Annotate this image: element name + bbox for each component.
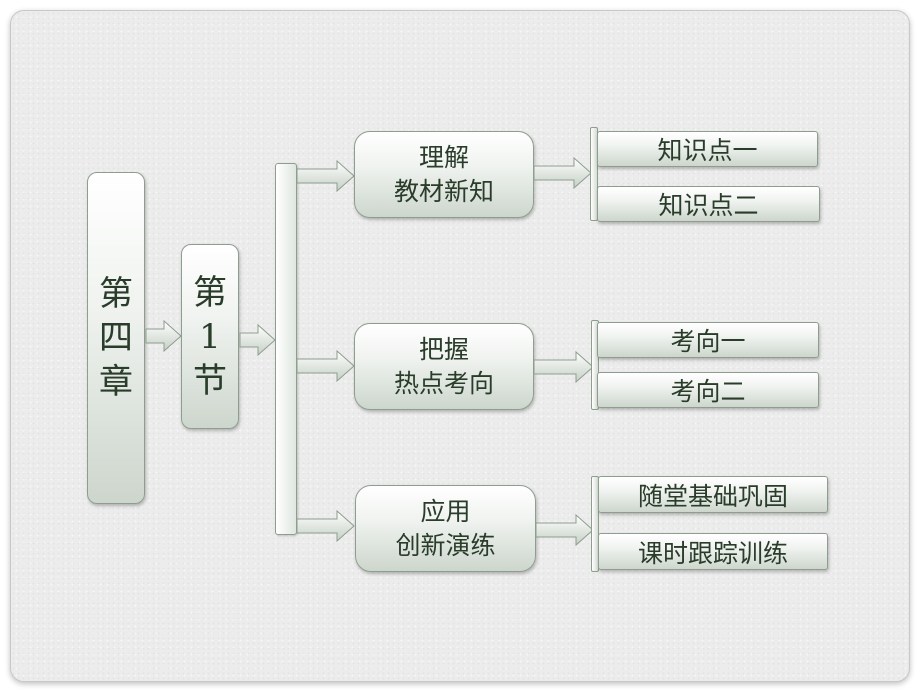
arrow-chapter-to-section [145, 319, 182, 353]
section-char-3: 节 [193, 360, 227, 401]
chapter-char-2: 四 [99, 318, 133, 358]
leaf-item-1-2[interactable]: 知识点二 [597, 186, 820, 222]
branch-3-items-bracket [591, 476, 599, 572]
leaf-item-3-1[interactable]: 随堂基础巩固 [598, 476, 828, 513]
leaf-item-2-2[interactable]: 考向二 [597, 372, 819, 408]
arrow-branch-3-to-items [535, 513, 594, 547]
leaf-item-1-1[interactable]: 知识点一 [597, 131, 818, 167]
branch-box-2[interactable]: 把握 热点考向 [354, 323, 534, 410]
chapter-box[interactable]: 第 四 章 [87, 172, 145, 504]
section-box[interactable]: 第 1 节 [181, 244, 239, 429]
chapter-char-3: 章 [99, 362, 133, 402]
leaf-item-3-2-label: 课时跟踪训练 [637, 538, 788, 568]
chapter-char-1: 第 [99, 274, 133, 314]
leaf-item-1-1-label: 知识点一 [657, 136, 758, 165]
arrow-to-branch-3 [296, 509, 355, 543]
leaf-item-2-2-label: 考向二 [670, 377, 746, 406]
leaf-item-3-1-label: 随堂基础巩固 [637, 481, 788, 511]
branch-box-1[interactable]: 理解 教材新知 [354, 131, 534, 218]
branch-box-3[interactable]: 应用 创新演练 [355, 485, 536, 572]
branch-1-title-line2: 教材新知 [393, 176, 494, 206]
branch-3-title-line2: 创新演练 [395, 530, 496, 560]
branch-2-title-line1: 把握 [418, 334, 469, 364]
arrow-to-branch-2 [296, 349, 355, 383]
leaf-item-2-1[interactable]: 考向一 [597, 322, 819, 358]
section-char-1: 第 [193, 272, 227, 313]
branch-bracket-bar [275, 163, 297, 535]
leaf-item-1-2-label: 知识点二 [658, 191, 759, 220]
branch-1-title-line1: 理解 [418, 142, 469, 172]
section-char-2: 1 [199, 316, 221, 357]
branch-2-title-line2: 热点考向 [393, 368, 494, 398]
arrow-section-to-bracket [239, 323, 276, 357]
branch-1-items-bracket [590, 127, 598, 221]
leaf-item-3-2[interactable]: 课时跟踪训练 [598, 533, 828, 570]
branch-2-items-bracket [591, 320, 599, 410]
leaf-item-2-1-label: 考向一 [670, 327, 746, 356]
arrow-branch-1-to-items [533, 156, 592, 190]
arrow-to-branch-1 [296, 159, 355, 193]
arrow-branch-2-to-items [533, 350, 594, 384]
branch-3-title-line1: 应用 [420, 496, 471, 526]
